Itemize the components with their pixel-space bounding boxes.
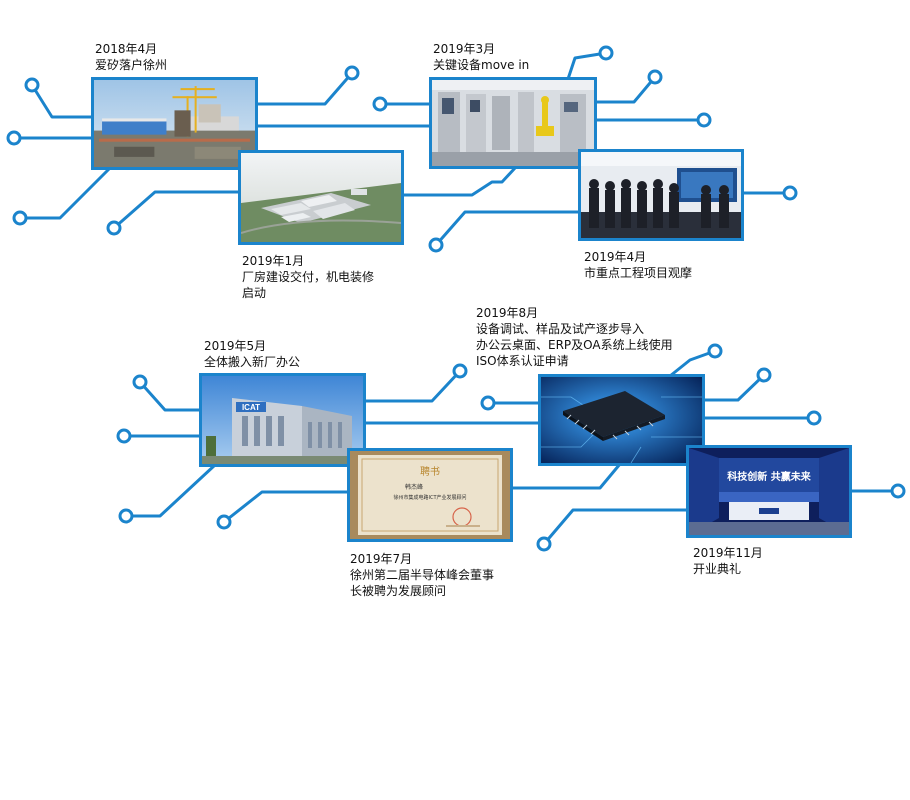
building-sign-text: ICAT: [242, 403, 260, 412]
milestone-caption: 2019年5月 全体搬入新厂办公: [204, 338, 300, 370]
milestone-text: 爱矽落户徐州: [95, 58, 168, 72]
milestone-text: 启动: [242, 286, 267, 300]
milestone-text: 关键设备move in: [433, 58, 530, 72]
milestone-text: ISO体系认证申请: [476, 354, 569, 368]
ceremony-banner-text: 科技创新 共赢未来: [727, 470, 811, 483]
factory-aerial-photo[interactable]: [238, 150, 404, 245]
milestone-text: 长被聘为发展顾问: [350, 584, 447, 598]
milestone-date: 2019年3月: [433, 42, 496, 56]
opening-ceremony-photo[interactable]: 科技创新 共赢未来: [686, 445, 852, 538]
appointment-certificate-photo[interactable]: 聘书 韩杰峰 徐州市集成电路ICT产业发展顾问: [347, 448, 513, 542]
milestone-date: 2019年7月: [350, 552, 413, 566]
construction-site-photo[interactable]: [91, 77, 258, 170]
milestone-text: 徐州第二届半导体峰会董事: [350, 568, 495, 582]
milestone-date: 2019年11月: [693, 546, 763, 560]
milestone-date: 2019年8月: [476, 306, 539, 320]
milestone-date: 2019年5月: [204, 339, 267, 353]
chip-circuit-photo[interactable]: [538, 374, 705, 466]
milestone-date: 2019年4月: [584, 250, 647, 264]
icat-building-photo[interactable]: ICAT: [199, 373, 366, 467]
milestone-text: 厂房建设交付，机电装修: [242, 270, 375, 284]
milestone-caption: 2019年8月 设备调试、样品及试产逐步导入 办公云桌面、ERP及OA系统上线使…: [476, 305, 673, 369]
milestone-caption: 2019年4月 市重点工程项目观摩: [584, 249, 692, 281]
milestone-caption: 2018年4月 爱矽落户徐州: [95, 41, 167, 73]
certificate-title: 聘书: [420, 465, 440, 478]
milestone-text: 市重点工程项目观摩: [584, 266, 693, 280]
certificate-name: 韩杰峰: [405, 483, 423, 491]
milestone-text: 设备调试、样品及试产逐步导入: [476, 322, 645, 336]
milestone-text: 全体搬入新厂办公: [204, 355, 301, 369]
cleanroom-equipment-photo[interactable]: [429, 77, 597, 169]
milestone-date: 2018年4月: [95, 42, 158, 56]
milestone-date: 2019年1月: [242, 254, 305, 268]
milestone-caption: 2019年1月 厂房建设交付，机电装修 启动: [242, 253, 374, 301]
delegation-visit-photo[interactable]: [578, 149, 744, 241]
milestone-caption: 2019年7月 徐州第二届半导体峰会董事 长被聘为发展顾问: [350, 551, 494, 599]
milestone-text: 开业典礼: [693, 562, 742, 576]
milestone-caption: 2019年3月 关键设备move in: [433, 41, 529, 73]
milestone-caption: 2019年11月 开业典礼: [693, 545, 763, 577]
milestone-text: 办公云桌面、ERP及OA系统上线使用: [476, 338, 673, 352]
certificate-body: 徐州市集成电路ICT产业发展顾问: [393, 494, 466, 501]
